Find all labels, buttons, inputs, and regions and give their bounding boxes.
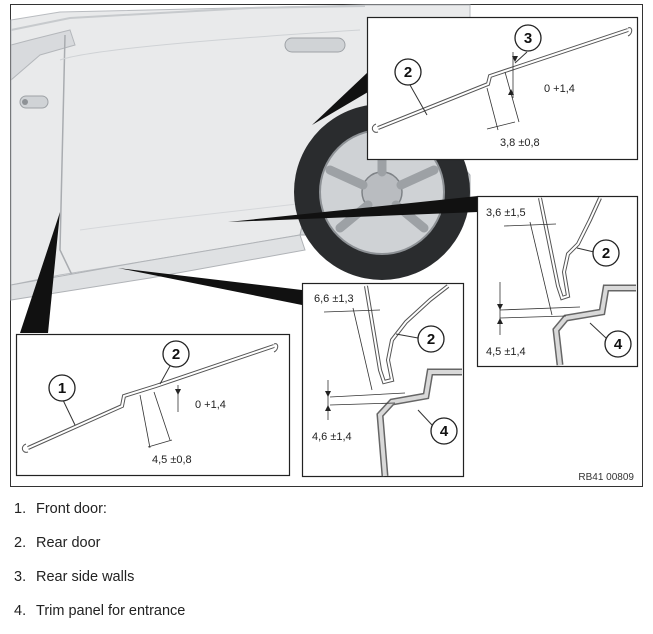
inset-rear-door-trim-b (476, 195, 639, 368)
callout-1-bottom-left: 1 (58, 380, 66, 397)
legend-item: 2. Rear door (14, 532, 634, 566)
car-door-illustration (10, 4, 471, 301)
legend-text: Front door: (36, 501, 107, 517)
callout-2-middle: 2 (427, 331, 435, 348)
dim-middle-top: 6,6 ±1,3 (314, 293, 354, 305)
inset-front-door (15, 333, 291, 477)
dim-top-right-main: 3,8 ±0,8 (500, 137, 540, 149)
legend-item: 1. Front door: (14, 498, 634, 532)
dim-right-top: 3,6 ±1,5 (486, 207, 526, 219)
callout-2-top-right: 2 (404, 64, 412, 81)
callout-2-bottom-left: 2 (172, 346, 180, 363)
dim-middle-bottom: 4,6 ±1,4 (312, 431, 352, 443)
pointer-wedges (20, 72, 478, 333)
legend-number: 4. (14, 603, 27, 619)
legend-number: 3. (14, 569, 27, 585)
inset-rear-side-wall (366, 16, 639, 161)
callout-4-right: 4 (614, 336, 623, 353)
dim-bottom-left-main: 4,5 ±0,8 (152, 454, 192, 466)
dim-top-right-tol: 0 +1,4 (544, 83, 575, 95)
legend-list: 1. Front door: 2. Rear door 3. Rear side wa… (14, 498, 634, 634)
legend-item: 4. Trim panel for entrance (14, 600, 634, 634)
legend-text: Rear side walls (36, 569, 135, 585)
dim-bottom-left-tol: 0 +1,4 (195, 399, 226, 411)
callout-4-middle: 4 (440, 423, 449, 440)
legend-text: Rear door (36, 535, 101, 551)
technical-diagram: 2 3 1 2 2 4 2 4 3,8 ±0,8 0 +1,4 4,5 ±0,8… (10, 4, 643, 487)
legend-number: 2. (14, 535, 27, 551)
callout-3-top-right: 3 (524, 30, 532, 47)
figure-code: RB41 00809 (578, 472, 634, 483)
callout-2-right: 2 (602, 245, 610, 262)
legend-number: 1. (14, 501, 27, 517)
dim-right-bottom: 4,5 ±1,4 (486, 346, 526, 358)
inset-rear-door-trim-a (301, 282, 465, 478)
legend-item: 3. Rear side walls (14, 566, 634, 600)
legend-text: Trim panel for entrance (36, 603, 186, 619)
